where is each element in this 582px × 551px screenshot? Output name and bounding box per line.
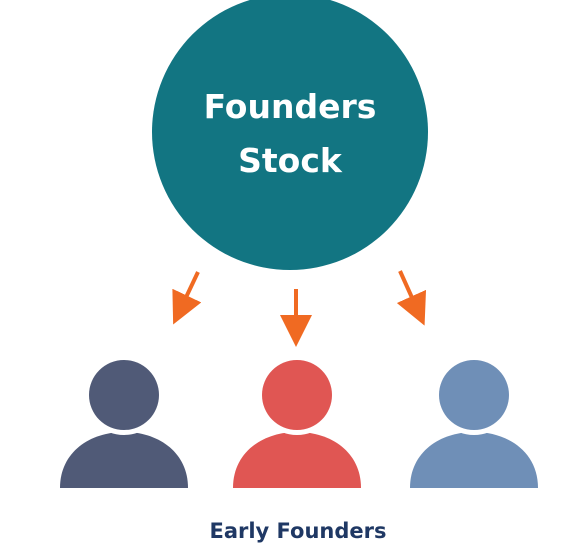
person-body — [410, 432, 538, 488]
arrow-left — [172, 271, 202, 325]
person-icon-middle — [233, 355, 361, 488]
person-icon-left — [60, 355, 188, 488]
early-founders-caption: Early Founders — [209, 519, 386, 543]
founders-stock-label-line2: Stock — [238, 141, 343, 180]
person-body — [60, 432, 188, 488]
person-head — [262, 360, 332, 430]
founders-stock-node: Founders Stock — [152, 0, 428, 270]
arrow-right — [396, 270, 427, 326]
person-body — [233, 432, 361, 488]
distribution-arrows — [172, 270, 427, 347]
person-head — [439, 360, 509, 430]
person-icon-right — [410, 355, 538, 488]
founders-stock-circle — [152, 0, 428, 270]
person-head — [89, 360, 159, 430]
founders-stock-label-line1: Founders — [204, 87, 377, 126]
